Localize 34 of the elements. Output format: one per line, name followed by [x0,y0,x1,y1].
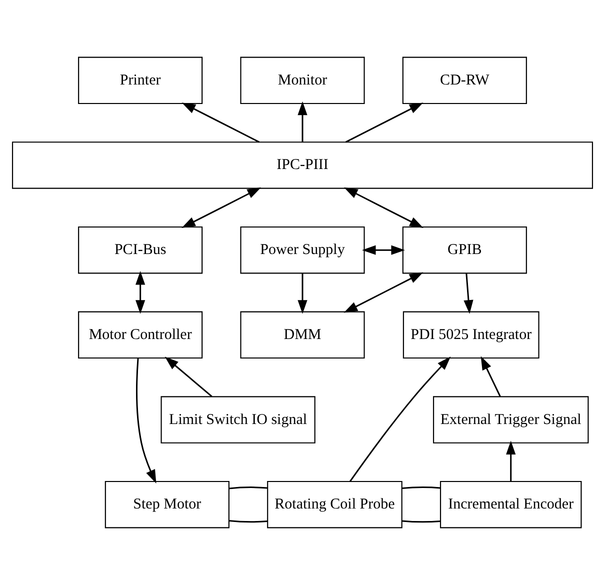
arrow [136,270,146,314]
node-box: Power Supply [240,226,365,274]
arrow [345,102,424,142]
arrow [362,244,405,254]
node-box: Monitor [240,56,365,104]
node-box: Printer [78,56,203,104]
arrow [464,272,474,314]
node-box: Limit Switch IO signal [160,396,316,443]
arrow [506,440,516,481]
node-box: DMM [240,310,365,358]
arrow [344,186,424,228]
node-box: CD-RW [402,56,527,104]
arrow [298,272,308,314]
connector [228,486,268,489]
connector [228,520,268,522]
node-box: IPC-PIII [12,141,594,188]
arrow [182,102,260,142]
arrow [350,356,451,482]
arrow [182,186,262,228]
connector [402,486,440,488]
node-box: Incremental Encoder [440,480,582,528]
node-box: PCI-Bus [78,226,203,274]
node-box: Motor Controller [78,310,203,358]
node-box: GPIB [402,226,527,274]
node-box: External Trigger Signal [432,396,589,443]
arrow [164,356,212,397]
node-box: PDI 5025 Integrator [402,310,540,358]
connector [402,520,440,522]
arrow [480,356,501,396]
arrow [298,100,308,142]
arrow [136,358,156,484]
arrow [344,272,424,312]
node-box: Step Motor [104,480,230,528]
node-box: Rotating Coil Probe [267,480,402,528]
